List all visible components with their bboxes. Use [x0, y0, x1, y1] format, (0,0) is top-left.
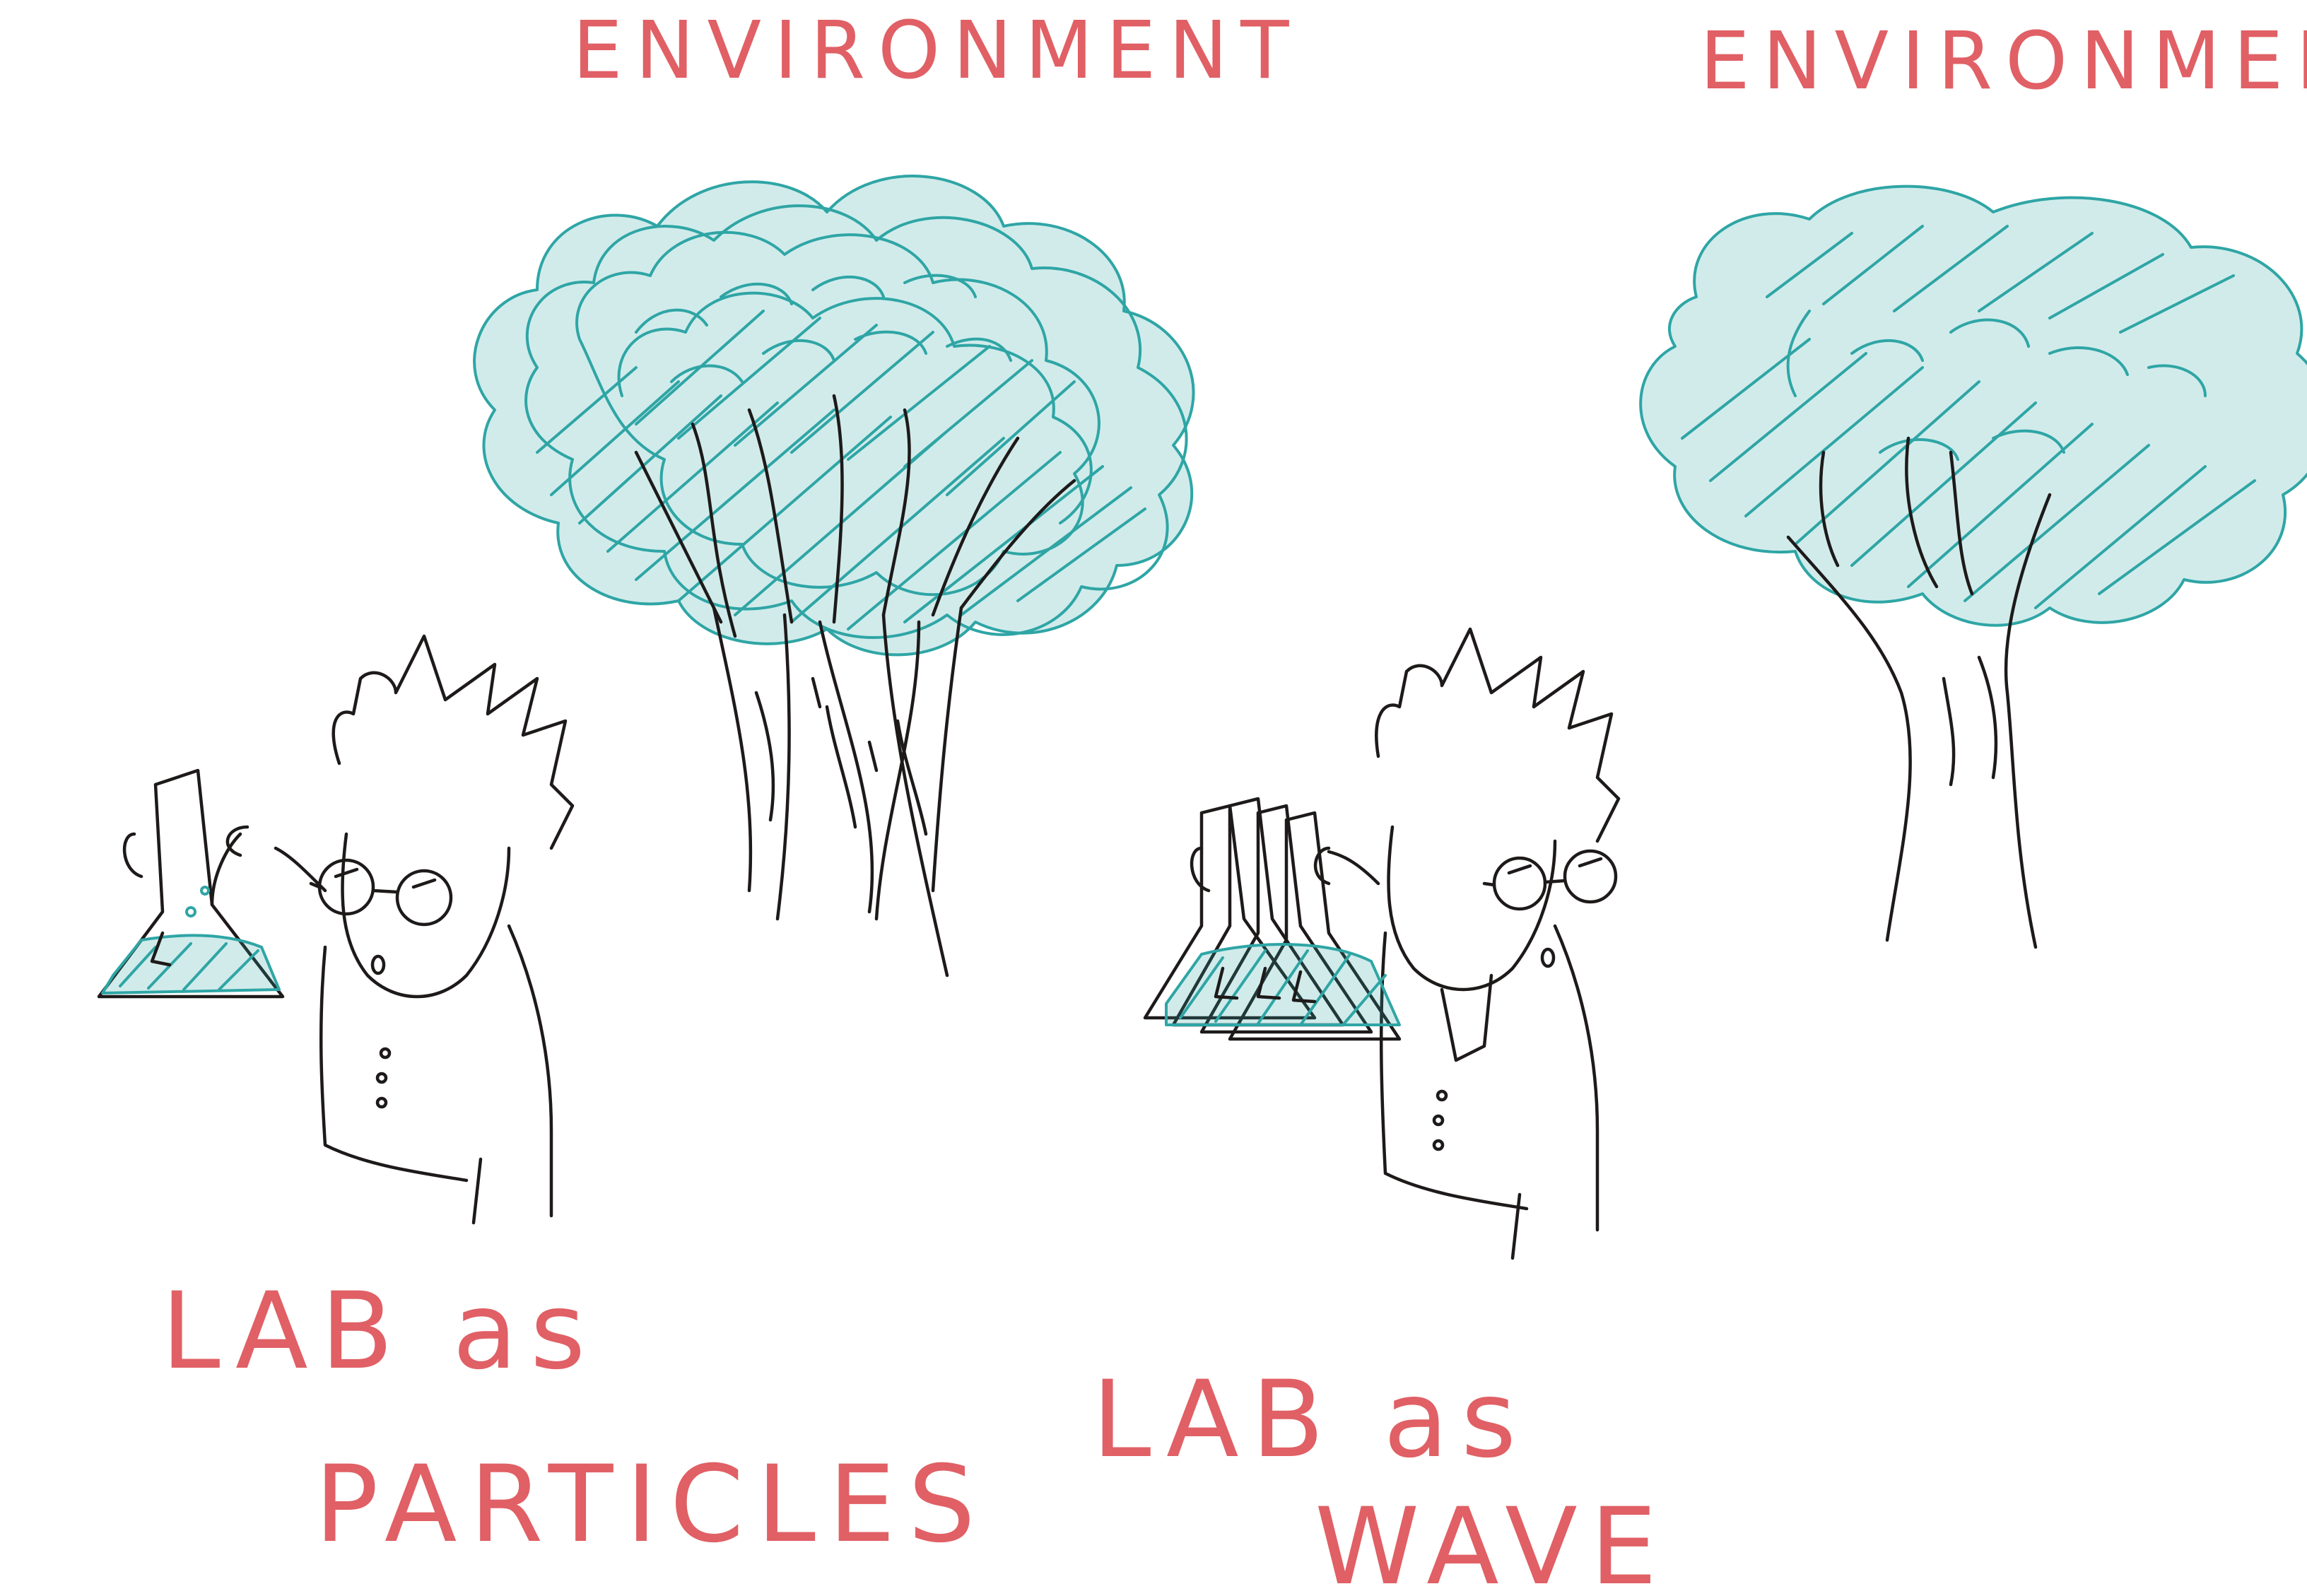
- lab-as-particles-line2: PARTICLES: [315, 1443, 988, 1566]
- scientist-right: [1143, 627, 1621, 1260]
- mouth-right: [1540, 947, 1556, 968]
- glasses-lens-left-2: [395, 869, 453, 927]
- environment-label-right: ENVIRONMENT: [1700, 16, 2307, 107]
- tree-canopy-left: [473, 175, 1195, 657]
- tree-left-multiple: [473, 175, 1195, 978]
- scientist-face-right: [1387, 825, 1557, 992]
- glasses-lens-left-1: [317, 858, 375, 916]
- scientist-left: [97, 634, 575, 1225]
- glasses-lens-right-1: [1492, 856, 1547, 911]
- flasks-right-multiple: [1143, 797, 1402, 1041]
- lab-coat-right: [1379, 924, 1599, 1260]
- scientist-hair-right: [1375, 627, 1621, 843]
- scientist-hair-left: [331, 634, 575, 850]
- lab-as-wave-line2: WAVE: [1315, 1486, 1670, 1596]
- glasses-lens-right-2: [1563, 849, 1618, 904]
- mouth-left: [370, 954, 386, 975]
- flask-left: [97, 768, 285, 999]
- tree-canopy-right: [1639, 184, 2307, 627]
- tree-trunk-left: [634, 394, 1076, 978]
- tree-trunk-right: [1786, 436, 2052, 949]
- lab-as-particles-line1: LAB as: [161, 1270, 598, 1393]
- lab-as-wave-line1: LAB as: [1092, 1359, 1529, 1481]
- scientist-face-left: [341, 832, 511, 999]
- tree-right-single: [1639, 184, 2307, 949]
- environment-label-left: ENVIRONMENT: [573, 5, 1302, 97]
- lab-coat-left: [319, 924, 553, 1225]
